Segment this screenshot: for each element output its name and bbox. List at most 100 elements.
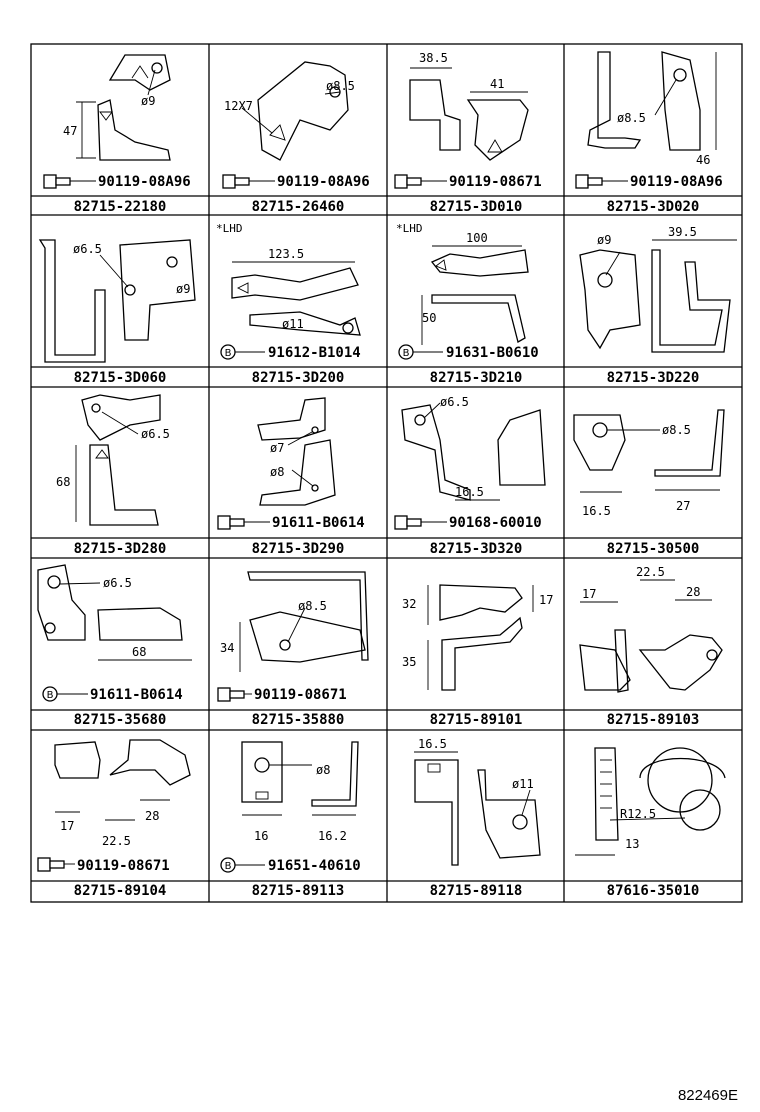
dim-label: 46 — [696, 153, 710, 167]
bolt-icon — [394, 174, 447, 189]
part-number: 82715-89103 — [607, 712, 700, 728]
dim-label: 41 — [490, 77, 504, 91]
dim-label: 32 — [402, 597, 416, 611]
cell-82715-89101: 32 17 35 82715-89101 — [402, 584, 553, 728]
part-number: 82715-3D210 — [430, 370, 523, 386]
bolt-icon — [37, 857, 75, 872]
cell-82715-3D210: *LHD 100 50 B 91631-B0610 82715-3D210 — [396, 222, 539, 386]
cell-82715-3D290: ø7 ø8 91611-B0614 82715-3D290 — [217, 397, 365, 557]
part-number: 82715-3D320 — [430, 541, 523, 557]
dim-label: 16.5 — [418, 737, 447, 751]
bolt-icon — [43, 174, 96, 189]
cell-82715-3D060: ø6.5 ø9 82715-3D060 — [38, 239, 196, 386]
circle-b-icon: B — [398, 344, 443, 360]
dim-label: 16.5 — [455, 485, 484, 499]
dim-label: ø6.5 — [440, 395, 469, 409]
dim-label: ø8.5 — [326, 79, 355, 93]
dim-label: ø11 — [282, 317, 304, 331]
dim-label: ø8.5 — [617, 111, 646, 125]
svg-text:B: B — [403, 348, 410, 359]
part-number: 82715-26460 — [252, 199, 345, 215]
cell-82715-35880: ø8.5 34 90119-08671 82715-35880 — [217, 571, 369, 728]
dim-label: 16 — [254, 829, 268, 843]
dim-label: ø7 — [270, 441, 284, 455]
dim-label: ø8.5 — [662, 423, 691, 437]
dim-label: ø6.5 — [103, 576, 132, 590]
part-number: 82715-3D280 — [74, 541, 167, 557]
cell-82715-3D020: ø8.5 46 90119-08A96 82715-3D020 — [575, 51, 723, 215]
dim-label: 50 — [422, 311, 436, 325]
dim-label: 34 — [220, 641, 234, 655]
fastener-label: 90119-08671 — [77, 858, 170, 874]
svg-text:B: B — [47, 690, 54, 701]
dim-label: 38.5 — [419, 51, 448, 65]
circle-b-icon: B — [220, 344, 265, 360]
dim-label: ø6.5 — [141, 427, 170, 441]
dim-label: 123.5 — [268, 247, 304, 261]
svg-text:B: B — [225, 861, 232, 872]
dim-label: 17 — [60, 819, 74, 833]
circle-b-icon: B — [220, 857, 265, 873]
diagram-reference-code: 822469E — [677, 1087, 738, 1104]
part-number: 82715-3D060 — [74, 370, 167, 386]
part-number: 82715-3D020 — [607, 199, 700, 215]
dim-label: 12X7 — [224, 99, 253, 113]
dim-label: ø9 — [176, 282, 190, 296]
bolt-icon — [394, 515, 447, 530]
cell-82715-89103: 17 22.5 28 82715-89103 — [579, 565, 723, 728]
part-number: 82715-3D220 — [607, 370, 700, 386]
dim-label: ø8 — [316, 763, 330, 777]
part-number: 82715-3D290 — [252, 541, 345, 557]
cell-82715-26460: 12X7 ø8.5 90119-08A96 82715-26460 — [222, 61, 370, 215]
cell-82715-89118: 16.5 ø11 82715-89118 — [414, 737, 541, 899]
part-number: 87616-35010 — [607, 883, 700, 899]
dim-label: 39.5 — [668, 225, 697, 239]
cell-82715-89104: 17 22.5 28 90119-08671 82715-89104 — [37, 739, 191, 899]
part-number: 82715-89101 — [430, 712, 523, 728]
part-number: 82715-30500 — [607, 541, 700, 557]
dim-label: 28 — [686, 585, 700, 599]
dim-label: ø8 — [270, 465, 284, 479]
fastener-label: 90119-08671 — [449, 174, 542, 190]
dim-label: 13 — [625, 837, 639, 851]
dim-label: 100 — [466, 231, 488, 245]
cell-82715-30500: ø8.5 16.5 27 82715-30500 — [573, 409, 725, 557]
dim-label: 17 — [539, 593, 553, 607]
cell-82715-3D280: 68 ø6.5 82715-3D280 — [56, 394, 170, 557]
cell-82715-22180: 47 ø9 90119-08A96 82715-22180 — [43, 54, 191, 215]
cell-82715-3D200: *LHD 123.5 ø11 B 91612-B1014 82715-3D200 — [216, 222, 361, 386]
part-number: 82715-89113 — [252, 883, 345, 899]
dim-label: 22.5 — [102, 834, 131, 848]
dim-label: ø6.5 — [73, 242, 102, 256]
bolt-icon — [575, 174, 628, 189]
dim-label: 47 — [63, 124, 77, 138]
note-label: *LHD — [396, 222, 423, 235]
dim-label: ø11 — [512, 777, 534, 791]
part-number: 82715-22180 — [74, 199, 167, 215]
fastener-label: 90119-08671 — [254, 687, 347, 703]
dim-label: 17 — [582, 587, 596, 601]
part-number: 82715-3D200 — [252, 370, 345, 386]
fastener-label: 90168-60010 — [449, 515, 542, 531]
fastener-label: 91611-B0614 — [272, 515, 365, 531]
part-number: 82715-35880 — [252, 712, 345, 728]
part-number: 82715-89118 — [430, 883, 523, 899]
dim-label: ø9 — [597, 233, 611, 247]
dim-label: 35 — [402, 655, 416, 669]
cell-82715-89113: ø8 16 16.2 B 91651-40610 82715-89113 — [220, 741, 361, 899]
fastener-label: 91612-B1014 — [268, 345, 361, 361]
dim-label: R12.5 — [620, 807, 656, 821]
cell-82715-35680: ø6.5 68 B 91611-B0614 82715-35680 — [37, 564, 192, 728]
grid — [30, 43, 743, 903]
dim-label: 22.5 — [636, 565, 665, 579]
bolt-icon — [217, 515, 270, 530]
cell-82715-3D320: ø6.5 16.5 90168-60010 82715-3D320 — [394, 395, 546, 557]
part-number: 82715-35680 — [74, 712, 167, 728]
svg-text:B: B — [225, 348, 232, 359]
cell-82715-3D010: 38.5 41 90119-08671 82715-3D010 — [394, 51, 542, 215]
fastener-label: 91631-B0610 — [446, 345, 539, 361]
dim-label: 27 — [676, 499, 690, 513]
dim-label: 16.2 — [318, 829, 347, 843]
fastener-label: 90119-08A96 — [98, 174, 191, 190]
